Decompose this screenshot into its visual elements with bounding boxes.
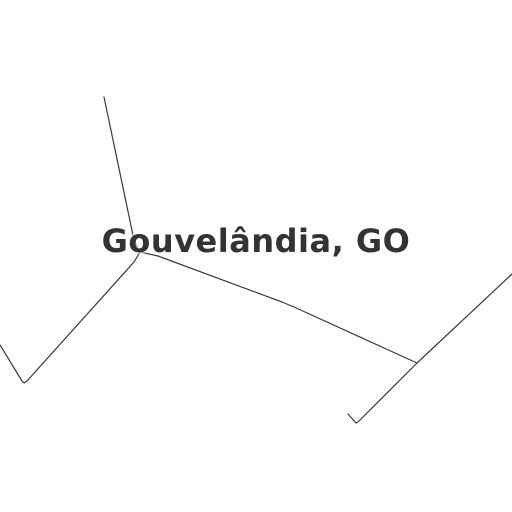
road-southwest	[0, 251, 141, 384]
road-southeast	[347, 273, 512, 424]
road-east	[139, 251, 418, 364]
place-label: Gouvelândia, GO	[101, 222, 411, 260]
road-north	[103, 96, 141, 253]
